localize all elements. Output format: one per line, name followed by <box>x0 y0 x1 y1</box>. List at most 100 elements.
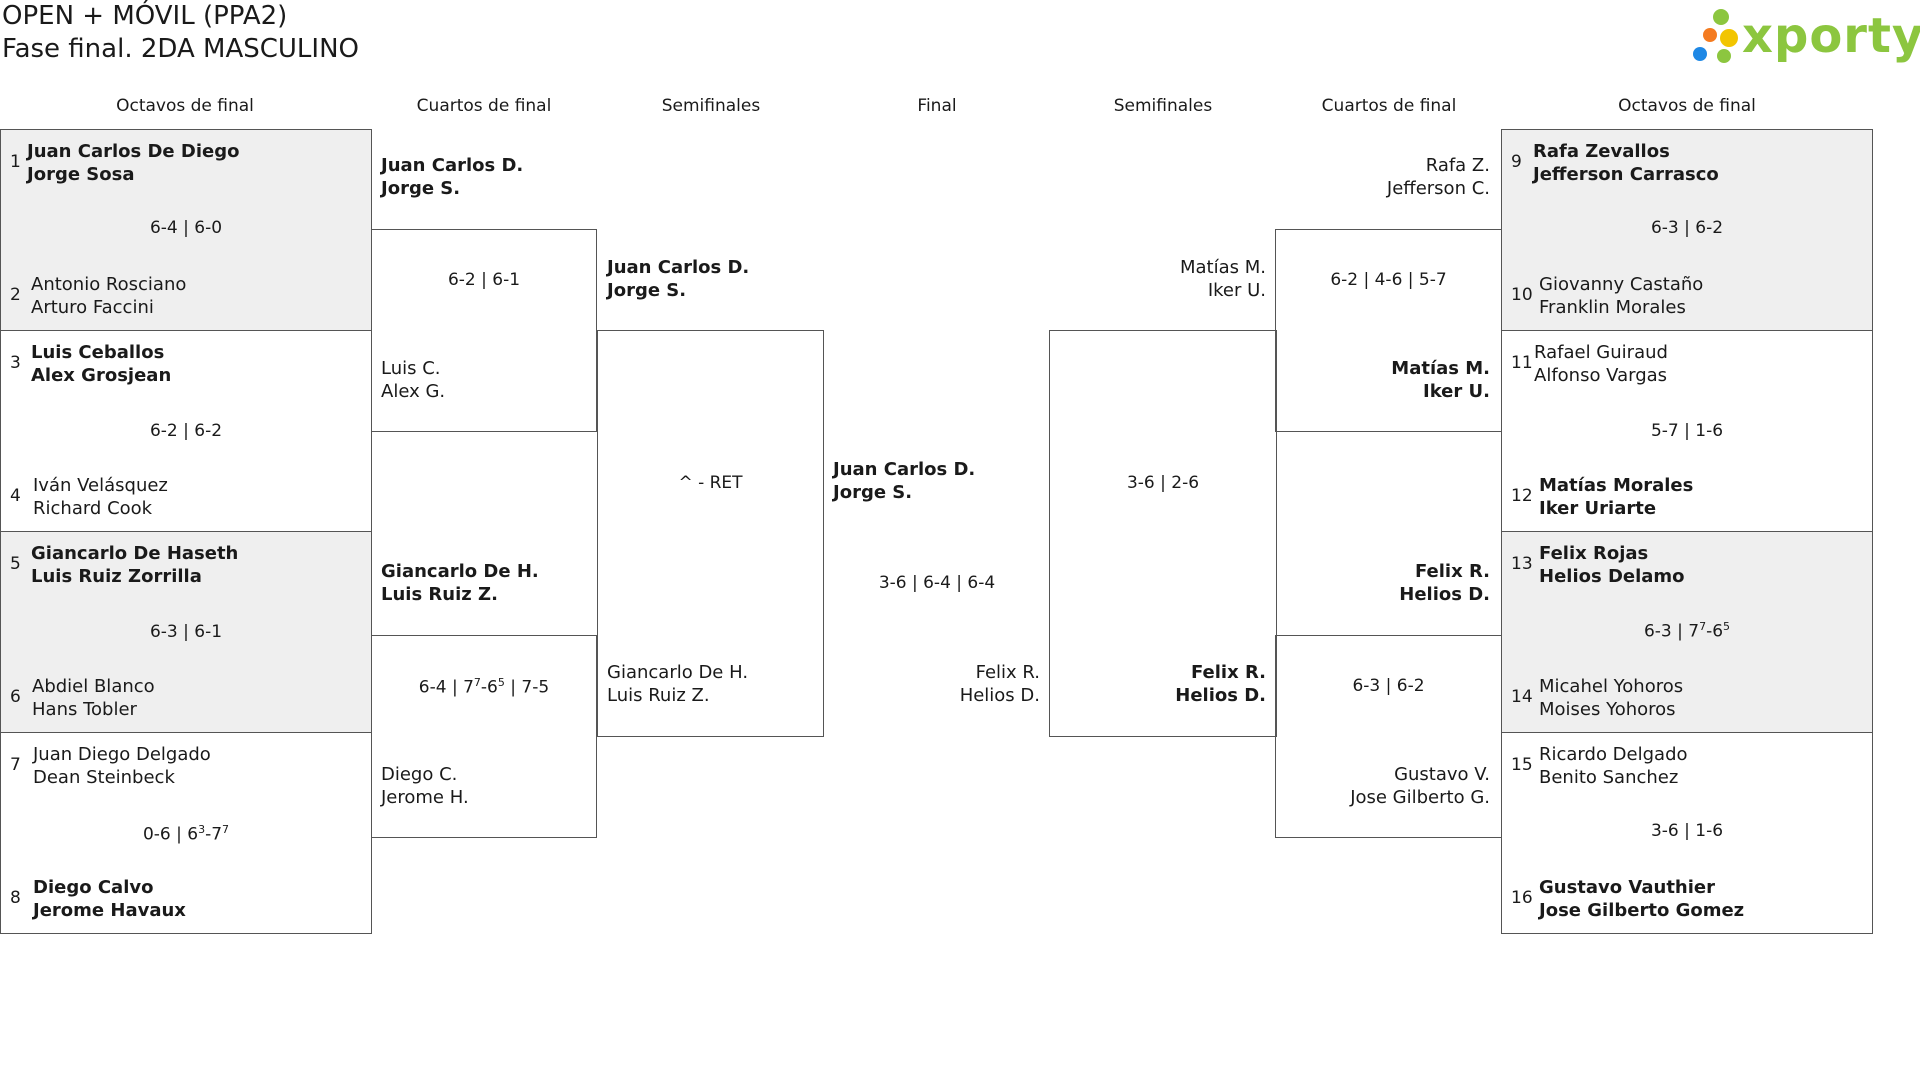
sf-2-team-a: Matías M.Iker U. <box>1179 257 1266 301</box>
player-name: Franklin Morales <box>1539 297 1686 318</box>
qf-2-team-b: Diego C.Jerome H. <box>381 764 469 808</box>
final-team-a: Juan Carlos D.Jorge S. <box>833 459 976 503</box>
seed-number: 2 <box>10 285 21 305</box>
header-left-sf: Semifinales <box>661 96 761 116</box>
qf-1-team-b: Luis C.Alex G. <box>381 358 446 402</box>
match-score: 6-4 | 77-65 | 7-5 <box>418 676 550 698</box>
seed-number: 5 <box>10 554 21 574</box>
player-name: Jefferson Carrasco <box>1533 164 1719 185</box>
seed-number: 11 <box>1511 353 1533 373</box>
page-title: OPEN + MÓVIL (PPA2) Fase final. 2DA MASC… <box>2 0 359 66</box>
player-name: Matías Morales <box>1539 475 1694 496</box>
player-name: Luis Ceballos <box>31 342 165 363</box>
r16-match-2: 3 Luis Ceballos Alex Grosjean 6-2 | 6-2 … <box>0 330 372 532</box>
player-name: Micahel Yohoros <box>1539 676 1684 697</box>
player-name: Richard Cook <box>33 498 153 519</box>
header-right-r16: Octavos de final <box>1618 96 1756 116</box>
seed-number: 15 <box>1511 755 1533 775</box>
player-name: Diego Calvo <box>33 877 154 898</box>
player-name: Hans Tobler <box>32 699 137 720</box>
r16-match-5: 9 Rafa Zevallos Jefferson Carrasco 6-3 |… <box>1501 129 1873 331</box>
player-name: Moises Yohoros <box>1539 699 1676 720</box>
final-team-b: Felix R.Helios D. <box>959 662 1040 706</box>
seed-number: 16 <box>1511 888 1533 908</box>
player-name: Rafa Zevallos <box>1533 141 1670 162</box>
player-name: Benito Sanchez <box>1539 767 1679 788</box>
player-name: Alex Grosjean <box>31 365 172 386</box>
seed-number: 8 <box>10 888 21 908</box>
sf-2-team-b: Felix R.Helios D. <box>1175 662 1266 706</box>
player-name: Jerome Havaux <box>33 900 186 921</box>
match-score: 3-6 | 2-6 <box>1126 473 1200 493</box>
seed-number: 10 <box>1511 285 1533 305</box>
player-name: Juan Carlos De Diego <box>27 141 240 162</box>
header-left-qf: Cuartos de final <box>416 96 552 116</box>
player-name: Luis Ruiz Zorrilla <box>31 566 202 587</box>
qf-4-team-a: Felix R.Helios D. <box>1399 561 1490 605</box>
player-name: Arturo Faccini <box>31 297 154 318</box>
match-score: 6-2 | 6-2 <box>149 421 223 441</box>
r16-match-8: 15 Ricardo Delgado Benito Sanchez 3-6 | … <box>1501 732 1873 934</box>
qf-4-team-b: Gustavo V.Jose Gilberto G. <box>1350 764 1490 808</box>
match-score: 6-2 | 6-1 <box>447 270 521 290</box>
player-name: Alfonso Vargas <box>1534 365 1668 386</box>
header-right-sf: Semifinales <box>1113 96 1213 116</box>
qf-2-team-a: Giancarlo De H.Luis Ruiz Z. <box>381 561 539 605</box>
match-score: 6-2 | 4-6 | 5-7 <box>1330 270 1447 290</box>
player-name: Dean Steinbeck <box>33 767 175 788</box>
r16-match-3: 5 Giancarlo De Haseth Luis Ruiz Zorrilla… <box>0 531 372 733</box>
player-name: Jose Gilberto Gomez <box>1539 900 1745 921</box>
r16-match-4: 7 Juan Diego Delgado Dean Steinbeck 0-6 … <box>0 732 372 934</box>
header-final: Final <box>917 96 957 116</box>
player-name: Giovanny Castaño <box>1539 274 1704 295</box>
player-name: Gustavo Vauthier <box>1539 877 1716 898</box>
player-name: Iván Velásquez <box>33 475 168 496</box>
seed-number: 6 <box>10 687 21 707</box>
phase-title: Fase final. 2DA MASCULINO <box>2 34 359 64</box>
seed-number: 12 <box>1511 486 1533 506</box>
player-name: Iker Uriarte <box>1539 498 1657 519</box>
qf-match-3: 6-2 | 4-6 | 5-7 Matías M.Iker U. <box>1275 229 1502 432</box>
match-score: 6-3 | 6-2 <box>1352 676 1425 696</box>
seed-number: 1 <box>10 152 21 172</box>
player-name: Antonio Rosciano <box>31 274 187 295</box>
player-name: Rafael Guiraud <box>1534 342 1668 363</box>
r16-match-7: 13 Felix Rojas Helios Delamo 6-3 | 77-65… <box>1501 531 1873 733</box>
r16-match-6: 11 Rafael Guiraud Alfonso Vargas 5-7 | 1… <box>1501 330 1873 532</box>
xporty-logo: xporty <box>1690 4 1920 68</box>
qf-match-4: 6-3 | 6-2 Gustavo V.Jose Gilberto G. <box>1275 635 1502 838</box>
qf-match-1: 6-2 | 6-1 Luis C.Alex G. <box>371 229 597 432</box>
qf-match-2: 6-4 | 77-65 | 7-5 Diego C.Jerome H. <box>371 635 597 838</box>
qf-1-team-a: Juan Carlos D.Jorge S. <box>381 155 524 199</box>
xporty-dots-icon <box>1693 9 1738 63</box>
seed-number: 7 <box>10 755 21 775</box>
sf-match-2: 3-6 | 2-6 Felix R.Helios D. <box>1049 330 1277 737</box>
seed-number: 14 <box>1511 687 1533 707</box>
player-name: Jorge Sosa <box>27 164 135 185</box>
match-score: 0-6 | 63-77 <box>142 823 230 845</box>
sf-1-team-b: Giancarlo De H.Luis Ruiz Z. <box>607 662 749 706</box>
event-title: OPEN + MÓVIL (PPA2) <box>2 1 288 31</box>
player-name: Felix Rojas <box>1539 543 1649 564</box>
player-name: Helios Delamo <box>1539 566 1685 587</box>
sf-1-team-a: Juan Carlos D.Jorge S. <box>607 257 750 301</box>
player-name: Giancarlo De Haseth <box>31 543 239 564</box>
qf-3-team-a: Rafa Z.Jefferson C. <box>1386 155 1490 199</box>
match-score: 3-6 | 1-6 <box>1650 821 1724 841</box>
seed-number: 3 <box>10 353 21 373</box>
seed-number: 9 <box>1511 152 1522 172</box>
seed-number: 4 <box>10 486 21 506</box>
header-left-r16: Octavos de final <box>116 96 254 116</box>
match-score: 6-4 | 6-0 <box>149 218 223 238</box>
final-score: 3-6 | 6-4 | 6-4 <box>878 573 996 593</box>
r16-match-1: 1 Juan Carlos De Diego Jorge Sosa 6-4 | … <box>0 129 372 331</box>
match-score: 6-3 | 77-65 <box>1643 620 1731 642</box>
qf-3-team-b: Matías M.Iker U. <box>1391 358 1490 402</box>
brand-name: xporty <box>1742 8 1920 64</box>
player-name: Ricardo Delgado <box>1539 744 1688 765</box>
match-score: ^ - RET <box>678 473 743 493</box>
sf-match-1: ^ - RET Giancarlo De H.Luis Ruiz Z. <box>597 330 824 737</box>
player-name: Abdiel Blanco <box>32 676 155 697</box>
match-score: 6-3 | 6-1 <box>149 622 223 642</box>
match-score: 6-3 | 6-2 <box>1650 218 1724 238</box>
